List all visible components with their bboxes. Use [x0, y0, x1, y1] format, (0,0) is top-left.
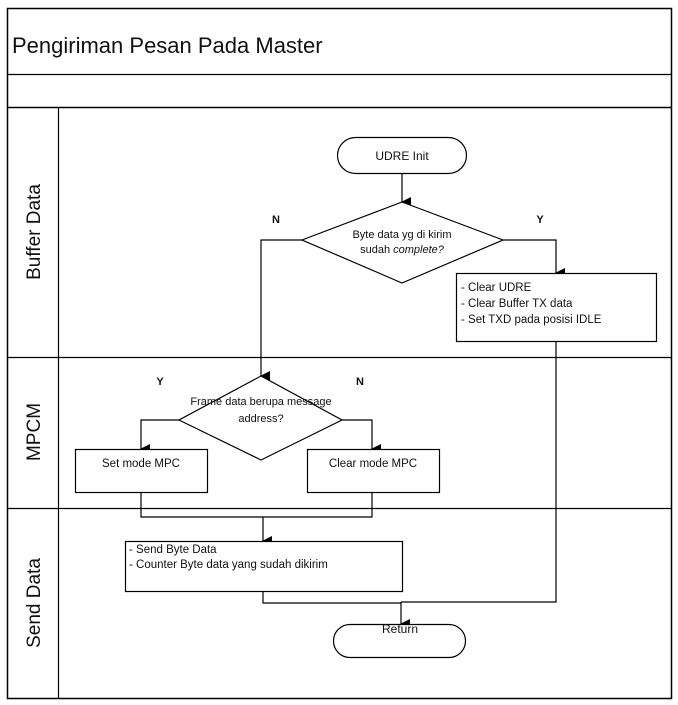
- lane-label-buffer-data: Buffer Data: [24, 184, 45, 280]
- start-label: UDRE Init: [375, 149, 429, 163]
- end-terminator: [332, 623, 467, 659]
- decision2-line2: address?: [238, 413, 283, 425]
- flow-decision1-yes: [503, 239, 565, 278]
- decision-frame-address: [177, 375, 344, 461]
- send-byte-box: [124, 540, 404, 593]
- clear-udre-box: [455, 272, 658, 343]
- send-box-line-1: - Send Byte Data: [129, 544, 217, 556]
- lane-label-mpcm: MPCM: [24, 403, 45, 461]
- end-label: Return: [382, 622, 418, 636]
- clear-mode-mpc-label: Clear mode MPC: [329, 458, 417, 470]
- decision2-line1: Frame data berupa message: [190, 396, 331, 408]
- decision1-line1: Byte data yg di kirim: [352, 229, 451, 241]
- clear-mode-mpc-box: [306, 448, 441, 494]
- decision1-no-label: N: [272, 214, 280, 226]
- flow-send-to-return: [262, 591, 401, 604]
- diagram-title: Pengiriman Pesan Pada Master: [12, 33, 323, 58]
- flow-clear-to-return: [401, 341, 557, 603]
- flow-merge: [140, 492, 373, 518]
- decision2-no-label: N: [356, 376, 364, 388]
- decision1-line2: sudah complete?: [360, 244, 445, 256]
- send-box-line-2: - Counter Byte data yang sudah dikirim: [129, 559, 328, 571]
- decision1-yes-label: Y: [536, 214, 544, 226]
- decision-byte-complete: [300, 201, 505, 284]
- set-mode-mpc-box: [74, 448, 209, 494]
- decision2-yes-label: Y: [156, 376, 164, 388]
- set-mode-mpc-label: Set mode MPC: [102, 458, 180, 470]
- flow-decision2-no: [342, 419, 381, 454]
- flow-decision1-no: [260, 239, 302, 381]
- flow-decision2-yes: [140, 419, 179, 454]
- clear-box-line-2: - Clear Buffer TX data: [461, 298, 573, 310]
- clear-box-line-1: - Clear UDRE: [461, 282, 532, 294]
- clear-box-line-3: - Set TXD pada posisi IDLE: [461, 314, 602, 326]
- lane-label-send-data: Send Data: [24, 558, 45, 648]
- diagram-frame: [6, 7, 673, 700]
